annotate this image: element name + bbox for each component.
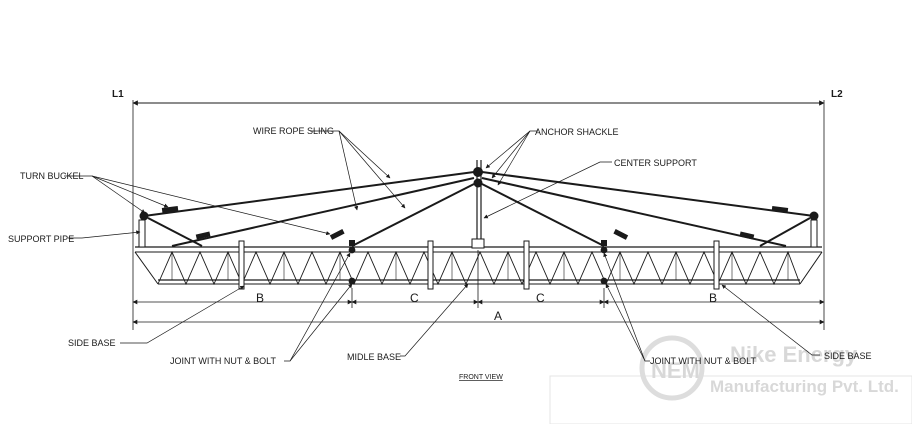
bolt-icon [600,277,608,285]
label-midle-base: MIDLE BASE [347,352,401,362]
label-center-support: CENTER SUPPORT [614,158,697,168]
turn-buckles [161,206,789,240]
end-label-right: L2 [831,89,843,100]
top-span-line [132,100,825,330]
center-support [471,160,485,249]
watermark-line2: Manufacturing Pvt. Ltd. [710,377,899,396]
label-joint-left: JOINT WITH NUT & BOLT [170,356,277,366]
bolt-icon [600,246,608,254]
label-joint-right: JOINT WITH NUT & BOLT [650,356,757,366]
label-side-base-right: SIDE BASE [824,351,872,361]
bolt-icon [348,246,356,254]
label-support-pipe: SUPPORT PIPE [8,234,74,244]
label-side-base-left: SIDE BASE [68,338,116,348]
dimension-lines [132,250,825,325]
anchor-shackle-icon [473,167,483,177]
dim-c-right: C [536,291,545,305]
bolt-icon [348,277,356,285]
joint-bolts [348,240,608,285]
label-anchor-shackle: ANCHOR SHACKLE [535,127,619,137]
watermark-line1: Nike Energy [730,342,858,367]
dim-b-left: B [256,291,264,305]
end-label-left: L1 [112,89,124,100]
watermark-logo-icon [639,335,705,401]
watermark: NEM Nike Energy Manufacturing Pvt. Ltd. [549,335,912,424]
label-turn-buckel: TURN BUCKEL [20,171,84,181]
watermark-logo-text: NEM [651,358,700,383]
label-wire-rope-sling: WIRE ROPE SLING [253,126,334,136]
wire-rope-slings [143,171,815,247]
leader-lines [64,130,820,362]
dim-b-right: B [709,291,717,305]
dim-c-left: C [410,291,419,305]
caption-front-view: FRONT VIEW [459,374,503,381]
dim-a-overall: A [494,309,502,323]
